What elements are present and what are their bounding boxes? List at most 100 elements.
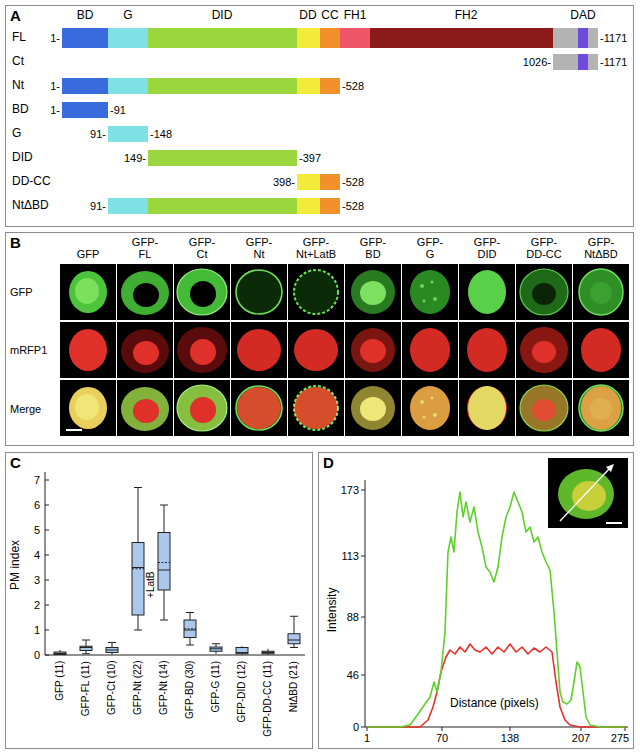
- construct-name: DID: [12, 151, 33, 165]
- micrograph: [345, 380, 401, 436]
- tick-label: 46: [347, 669, 359, 682]
- tick-label: 7: [34, 474, 40, 487]
- micrograph: [351, 328, 395, 372]
- row-label: GFP: [10, 286, 33, 299]
- box-plot: [45, 605, 49, 606]
- domain-bar: [62, 102, 108, 118]
- domain-bar: [297, 174, 320, 190]
- panel-letter: C: [10, 455, 21, 472]
- box-plot: [158, 562, 170, 563]
- domain-bar: [588, 54, 598, 70]
- micrograph: [294, 270, 338, 314]
- micrograph: [516, 322, 572, 378]
- inset-micrograph: [560, 468, 610, 521]
- box-plot: [210, 647, 222, 651]
- box-plot: [45, 505, 49, 506]
- category-label: GFP-BD (30): [184, 661, 196, 719]
- box-plot: [80, 647, 92, 648]
- box-plot: [288, 640, 300, 641]
- micrograph: [231, 322, 287, 378]
- micrograph: [459, 322, 515, 378]
- inset-micrograph: [548, 458, 628, 528]
- box-plot: [82, 653, 90, 654]
- micrograph: [117, 322, 173, 378]
- intensity-profile: [365, 480, 366, 727]
- domain-label: FH2: [455, 9, 478, 23]
- box-plot: [45, 655, 305, 656]
- micrograph: [288, 380, 344, 436]
- box-plot: [236, 648, 248, 654]
- construct-name: G: [12, 127, 21, 141]
- micrograph: [236, 386, 282, 430]
- axis-title: PM index: [9, 540, 23, 590]
- micrograph: [520, 385, 568, 431]
- domain-label: DID: [212, 9, 233, 23]
- column-header: GFP- G: [416, 236, 445, 261]
- tick-label: 173: [341, 484, 359, 497]
- micrograph: [516, 322, 572, 378]
- micrograph: [60, 264, 116, 320]
- tick-label: 3: [34, 574, 40, 587]
- domain-bar: [297, 198, 320, 214]
- residue-number: 1-: [50, 80, 60, 93]
- domain-bar: [148, 28, 297, 48]
- tick-label: 138: [501, 732, 519, 745]
- row-label: Merge: [10, 403, 41, 416]
- micrograph: [573, 264, 629, 320]
- micrograph: [410, 328, 450, 372]
- micrograph: [69, 387, 107, 429]
- micrograph: [345, 322, 401, 378]
- box-plot: [45, 472, 305, 655]
- micrograph: [573, 380, 629, 436]
- domain-bar: [370, 28, 553, 48]
- box-plot: [132, 568, 144, 569]
- micrograph: [117, 380, 173, 436]
- category-label: GFP-DID (12): [236, 661, 248, 723]
- category-label: GFP-Ct (10): [106, 661, 118, 715]
- micrograph: [351, 386, 395, 430]
- micrograph: [581, 328, 621, 372]
- micrograph: [117, 380, 173, 436]
- micrograph: [121, 387, 169, 431]
- micrograph: [345, 264, 401, 320]
- micrograph: [60, 322, 116, 378]
- box-plot: [45, 655, 49, 656]
- domain-bar: [553, 28, 578, 48]
- micrograph: [351, 270, 395, 314]
- axis-title: Distance (pixels): [450, 697, 539, 711]
- box-plot: [80, 646, 92, 650]
- micrograph: [174, 380, 230, 436]
- intensity-profile: [361, 490, 365, 491]
- column-header: GFP- Nt: [245, 236, 274, 261]
- residue-number: -1171: [600, 32, 627, 45]
- panel-letter: B: [10, 235, 21, 252]
- domain-bar: [62, 78, 108, 94]
- micrograph: [402, 322, 458, 378]
- box-plot: [262, 652, 274, 653]
- intensity-profile: [361, 617, 365, 618]
- domain-bar: [297, 78, 320, 94]
- category-label: NtΔBD (21): [288, 661, 300, 712]
- micrograph: [516, 264, 572, 320]
- axis-title: Intensity: [326, 588, 340, 633]
- micrograph: [177, 327, 227, 373]
- residue-number: 91-: [90, 200, 106, 213]
- column-header: GFP- DID: [473, 236, 502, 261]
- micrograph: [410, 386, 450, 430]
- micrograph: [402, 264, 458, 320]
- micrograph: [516, 380, 572, 436]
- residue-number: 1-: [50, 32, 60, 45]
- column-header: GFP- BD: [359, 236, 388, 261]
- box-plot: [54, 652, 66, 655]
- construct-name: BD: [12, 103, 29, 117]
- box-plot: [54, 653, 66, 654]
- domain-label: G: [123, 9, 132, 23]
- micrograph: [121, 329, 169, 373]
- column-header: GFP- FL: [131, 236, 160, 261]
- box-plot: [158, 570, 170, 571]
- row-label: mRFP1: [10, 344, 47, 357]
- box-plot: [108, 642, 116, 643]
- tick-label: 1: [364, 732, 370, 745]
- micrograph: [231, 380, 287, 436]
